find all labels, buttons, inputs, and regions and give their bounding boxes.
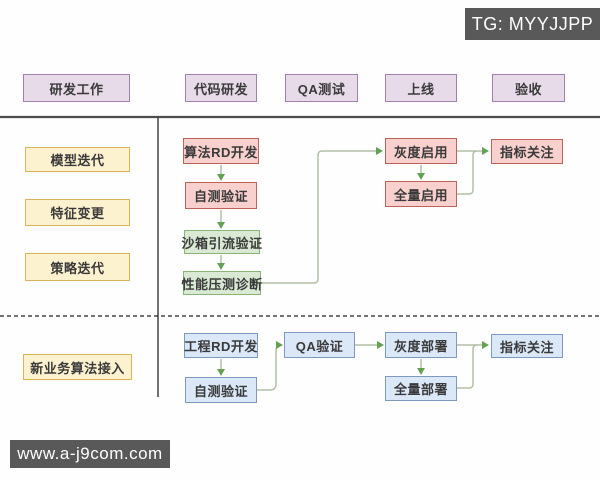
phase-rd-work: 研发工作 [23,74,130,102]
node-eng-rd-dev: 工程RD开发 [184,333,258,358]
node-metric-watch-eng: 指标关注 [491,334,563,358]
node-metric-watch-algo: 指标关注 [491,139,563,164]
scenario-model-iteration: 模型迭代 [25,147,130,172]
phase-code-dev: 代码研发 [185,74,257,102]
phase-acceptance: 验收 [492,74,565,102]
node-full-enable: 全量启用 [385,181,457,207]
node-perf-stress-diagnose: 性能压测诊断 [182,271,262,295]
tg-contact-badge: TG: MYYJJPP [465,8,600,40]
node-algo-self-test: 自测验证 [185,182,257,209]
scenario-new-business-algo: 新业务算法接入 [23,354,132,380]
node-algo-rd-dev: 算法RD开发 [183,138,259,164]
node-gray-enable: 灰度启用 [385,138,457,164]
phase-launch: 上线 [385,74,457,102]
node-gray-deploy: 灰度部署 [385,332,457,358]
scenario-strategy-iteration: 策略迭代 [25,253,130,281]
scenario-feature-change: 特征变更 [25,199,130,226]
node-eng-self-test: 自测验证 [185,377,257,403]
node-full-deploy: 全量部署 [385,376,457,401]
phase-qa-test: QA测试 [285,74,358,102]
node-qa-verify: QA验证 [284,332,355,358]
node-sandbox-traffic-verify: 沙箱引流验证 [182,230,262,254]
watermark-url: www.a-j9com.com [10,440,170,468]
